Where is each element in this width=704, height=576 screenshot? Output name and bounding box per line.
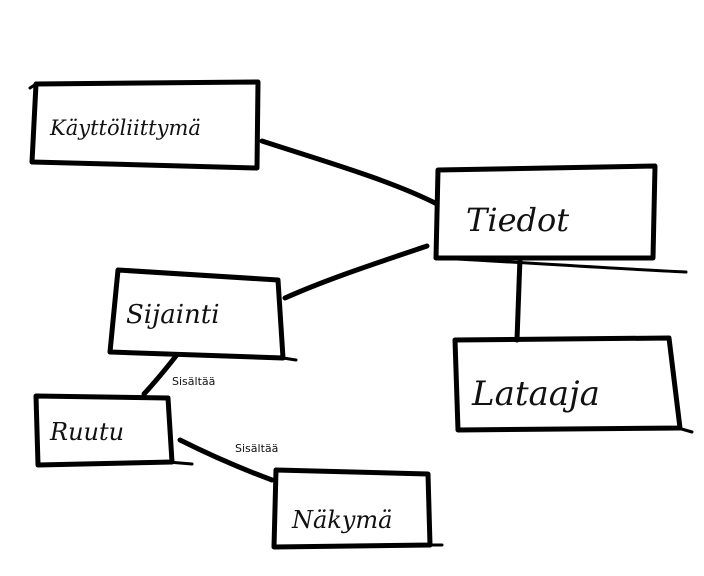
node-sijainti: Sijainti bbox=[107, 267, 298, 362]
node-nakyma-label: Näkymä bbox=[291, 506, 392, 534]
edge-ruutu-nakyma bbox=[177, 437, 275, 483]
node-ruutu-label: Ruutu bbox=[49, 418, 124, 446]
edge-tiedot-sijainti bbox=[282, 243, 430, 301]
edge-label-sijainti-ruutu: Sisältää bbox=[172, 375, 215, 388]
node-kayttoliittyma: Käyttöliittymä bbox=[28, 79, 261, 171]
node-lataaja-label: Lataaja bbox=[471, 374, 600, 414]
node-tiedot-label: Tiedot bbox=[466, 201, 569, 239]
node-nakyma: Näkymä bbox=[271, 467, 444, 550]
edge-sijainti-ruutu bbox=[141, 353, 179, 397]
node-sijainti-label: Sijainti bbox=[126, 300, 220, 330]
node-kayttoliittyma-label: Käyttöliittymä bbox=[49, 116, 201, 140]
node-tiedot: Tiedot bbox=[433, 163, 688, 274]
edge-tiedot-lataaja bbox=[514, 255, 523, 343]
edge-label-ruutu-nakyma: Sisältää bbox=[235, 442, 278, 455]
node-lataaja: Lataaja bbox=[452, 335, 694, 434]
node-ruutu: Ruutu bbox=[33, 393, 194, 468]
edge-kayttoliittyma-tiedot bbox=[259, 138, 440, 207]
